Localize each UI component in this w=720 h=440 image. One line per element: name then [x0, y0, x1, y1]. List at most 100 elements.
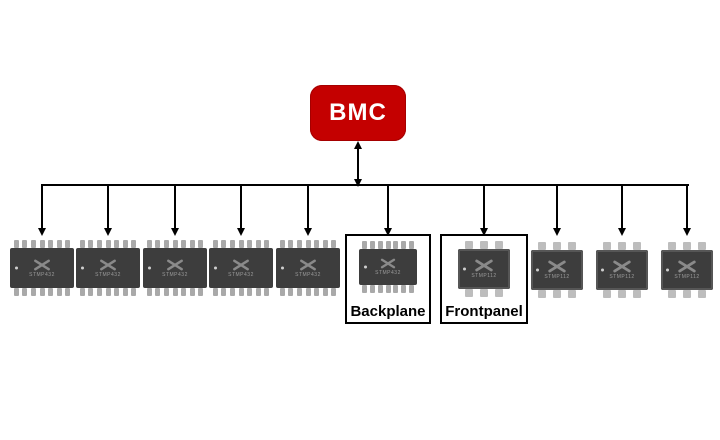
- chip-body: STMP112: [596, 250, 648, 290]
- chip-logo-icon: [300, 259, 316, 270]
- chip-pin: [114, 288, 120, 296]
- chip-pin: [146, 288, 152, 296]
- chip-pin: [322, 288, 328, 296]
- chip-stmp112-2: STMP112: [596, 242, 648, 298]
- chip-pin: [238, 240, 244, 248]
- chip-pin: [88, 288, 94, 296]
- chip-body: STMP432: [359, 249, 417, 285]
- chip-pin: [538, 290, 546, 298]
- chip-pins-top: [661, 242, 713, 250]
- chip-pin: [247, 240, 253, 248]
- chip-pin: [131, 240, 137, 248]
- chip-body: STMP432: [276, 248, 340, 288]
- chip-pin: [30, 288, 36, 296]
- drop-arrow-7: [480, 186, 488, 236]
- chip-stmp432-4: STMP432: [209, 240, 273, 296]
- chip-pin: [39, 288, 45, 296]
- chip-pins-top: [531, 242, 583, 250]
- chip-pin: [212, 288, 218, 296]
- chip-body: STMP432: [76, 248, 140, 288]
- chip-body: STMP432: [10, 248, 74, 288]
- chip-pin: [22, 288, 28, 296]
- chip-stmp432-5: STMP432: [276, 240, 340, 296]
- chip-pin: [255, 240, 261, 248]
- chip-part-number: STMP112: [609, 274, 635, 280]
- bus-line: [41, 184, 689, 186]
- group-backplane: STMP432 Backplane: [345, 234, 431, 324]
- chip-pins-bottom: [143, 288, 207, 296]
- chip-pin: [698, 242, 706, 250]
- chip-pin: [683, 290, 691, 298]
- chip-logo-icon: [100, 259, 116, 270]
- bmc-bus-connector-arrow: [354, 141, 362, 187]
- chip-pin: [401, 285, 407, 293]
- chip-logo-icon: [678, 260, 696, 273]
- bmc-label: BMC: [329, 99, 387, 126]
- chip-pin: [212, 240, 218, 248]
- chip-pin: [56, 240, 62, 248]
- chip-pins-top: [143, 240, 207, 248]
- chip-pin: [568, 290, 576, 298]
- chip-pin: [305, 240, 311, 248]
- chip-body: STMP112: [661, 250, 713, 290]
- chip-pin: [264, 240, 270, 248]
- chip-pin: [221, 288, 227, 296]
- chip-pin: [538, 242, 546, 250]
- chip-pin: [247, 288, 253, 296]
- chip-pin: [96, 240, 102, 248]
- chip-pin: [48, 240, 54, 248]
- chip-pins-bottom: [209, 288, 273, 296]
- chip-pin: [603, 290, 611, 298]
- drop-arrow-10: [683, 186, 691, 236]
- chip-pins-bottom: [276, 288, 340, 296]
- chip-stmp112-1: STMP112: [531, 242, 583, 298]
- chip-pin: [30, 240, 36, 248]
- chip-stmp112-frontpanel: STMP112: [458, 241, 510, 297]
- chip-pins-top: [359, 241, 417, 249]
- chip-body: STMP432: [209, 248, 273, 288]
- chip-pin: [65, 240, 71, 248]
- chip-pin: [495, 289, 503, 297]
- chip-body: STMP112: [531, 250, 583, 290]
- chip-pin: [553, 290, 561, 298]
- chip-logo-icon: [475, 259, 493, 272]
- chip-pins-top: [458, 241, 510, 249]
- chip-pin: [314, 240, 320, 248]
- chip-pin: [296, 240, 302, 248]
- chip-logo-icon: [167, 259, 183, 270]
- chip-pin: [13, 288, 19, 296]
- chip-pin: [22, 240, 28, 248]
- chip-pin: [189, 240, 195, 248]
- chip-pins-top: [76, 240, 140, 248]
- drop-arrow-6: [384, 186, 392, 236]
- chip-logo-icon: [548, 260, 566, 273]
- chip-part-number: STMP432: [95, 271, 121, 278]
- chip-pins-bottom: [10, 288, 74, 296]
- chip-logo-icon: [380, 258, 396, 269]
- chip-part-number: STMP112: [544, 274, 570, 280]
- chip-pin: [698, 290, 706, 298]
- chip-pins-top: [10, 240, 74, 248]
- chip-pin: [361, 285, 367, 293]
- chip-pin: [409, 241, 415, 249]
- chip-pins-top: [209, 240, 273, 248]
- chip-pin: [189, 288, 195, 296]
- chip-pins-top: [276, 240, 340, 248]
- chip-pin: [163, 240, 169, 248]
- chip-pin: [56, 288, 62, 296]
- chip-pin: [683, 242, 691, 250]
- chip-pin: [369, 241, 375, 249]
- chip-body: STMP432: [143, 248, 207, 288]
- chip-pin: [163, 288, 169, 296]
- chip-pin: [618, 290, 626, 298]
- chip-pin: [122, 288, 128, 296]
- chip-logo-icon: [233, 259, 249, 270]
- chip-pin: [155, 240, 161, 248]
- chip-pin: [603, 242, 611, 250]
- chip-pin: [279, 288, 285, 296]
- chip-pin: [495, 241, 503, 249]
- chip-logo-icon: [34, 259, 50, 270]
- chip-part-number: STMP432: [295, 271, 321, 278]
- chip-pin: [409, 285, 415, 293]
